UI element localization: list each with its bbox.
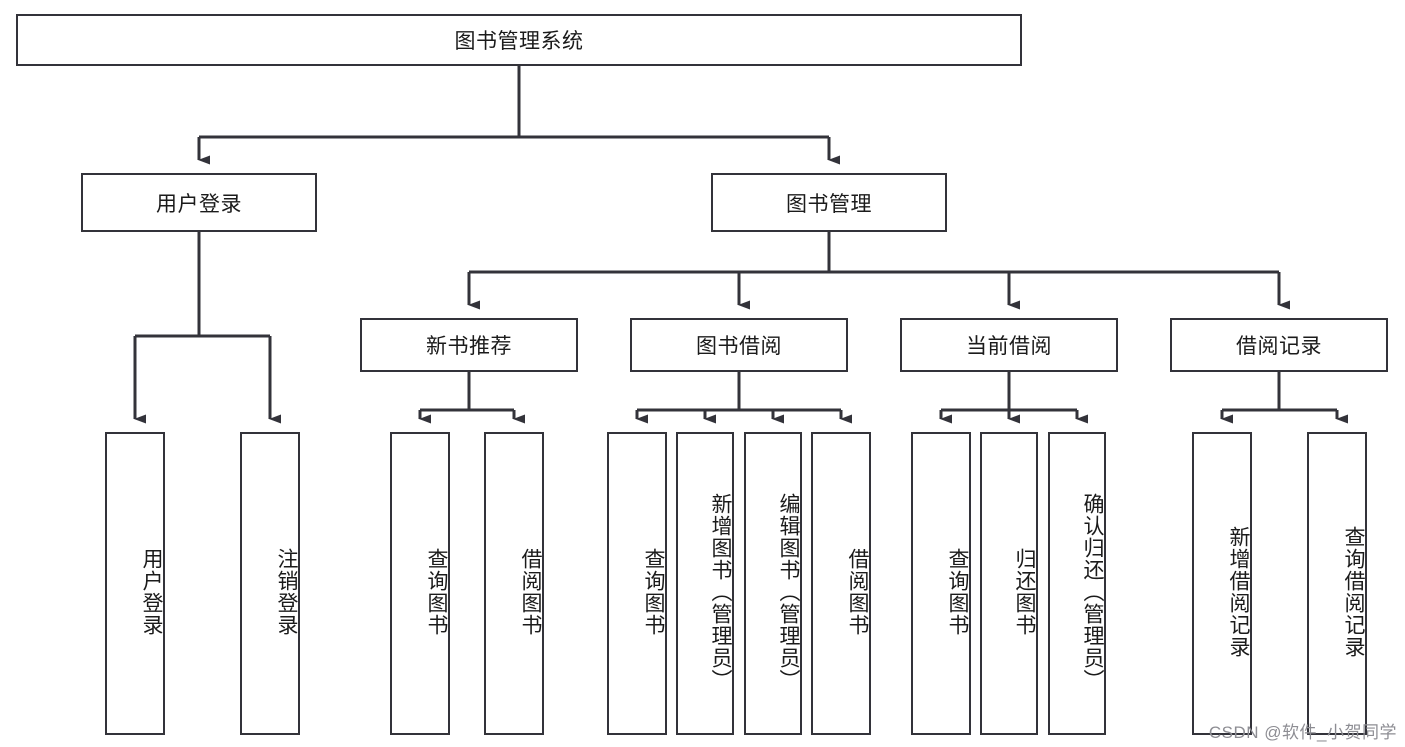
leaf-query-book-current[interactable]: 查询图书 xyxy=(911,432,971,735)
node-label: 注销登录 xyxy=(275,547,298,636)
leaf-borrow-book[interactable]: 借阅图书 xyxy=(811,432,871,735)
node-label: 借阅图书 xyxy=(519,547,542,636)
node-current-borrow[interactable]: 当前借阅 xyxy=(900,318,1118,372)
node-label: 借阅记录 xyxy=(1236,335,1322,358)
node-label: 编辑图书（管理员） xyxy=(777,492,800,691)
leaf-confirm-return-admin[interactable]: 确认归还（管理员） xyxy=(1048,432,1106,735)
node-label: 查询图书 xyxy=(946,547,969,636)
node-new-book-recommend[interactable]: 新书推荐 xyxy=(360,318,578,372)
node-label: 用户登录 xyxy=(156,192,242,216)
leaf-user-login[interactable]: 用户登录 xyxy=(105,432,165,735)
node-label: 新书推荐 xyxy=(426,335,512,358)
node-label: 归还图书 xyxy=(1013,547,1036,636)
leaf-query-book-borrow[interactable]: 查询图书 xyxy=(607,432,667,735)
node-book-borrow[interactable]: 图书借阅 xyxy=(630,318,848,372)
node-label: 新增图书（管理员） xyxy=(709,492,732,691)
node-label: 当前借阅 xyxy=(966,335,1052,358)
leaf-return-book[interactable]: 归还图书 xyxy=(980,432,1038,735)
leaf-add-book-admin[interactable]: 新增图书（管理员） xyxy=(676,432,734,735)
leaf-query-book-recommend[interactable]: 查询图书 xyxy=(390,432,450,735)
leaf-edit-book-admin[interactable]: 编辑图书（管理员） xyxy=(744,432,802,735)
leaf-borrow-book-recommend[interactable]: 借阅图书 xyxy=(484,432,544,735)
node-label: 图书管理系统 xyxy=(454,30,584,53)
node-label: 确认归还（管理员） xyxy=(1081,492,1104,691)
watermark-text: CSDN @软件_小贺同学 xyxy=(1208,723,1397,742)
node-book-management[interactable]: 图书管理 xyxy=(711,173,947,232)
node-label: 图书管理 xyxy=(786,192,872,216)
node-root-system[interactable]: 图书管理系统 xyxy=(16,14,1022,66)
node-borrow-record[interactable]: 借阅记录 xyxy=(1170,318,1388,372)
node-label: 新增借阅记录 xyxy=(1227,525,1250,658)
leaf-logout[interactable]: 注销登录 xyxy=(240,432,300,735)
node-label: 借阅图书 xyxy=(846,547,869,636)
node-label: 查询借阅记录 xyxy=(1342,525,1365,658)
node-label: 查询图书 xyxy=(425,547,448,636)
leaf-add-borrow-record[interactable]: 新增借阅记录 xyxy=(1192,432,1252,735)
leaf-query-borrow-record[interactable]: 查询借阅记录 xyxy=(1307,432,1367,735)
node-label: 用户登录 xyxy=(140,547,163,636)
node-user-login[interactable]: 用户登录 xyxy=(81,173,317,232)
node-label: 查询图书 xyxy=(642,547,665,636)
node-label: 图书借阅 xyxy=(696,335,782,358)
